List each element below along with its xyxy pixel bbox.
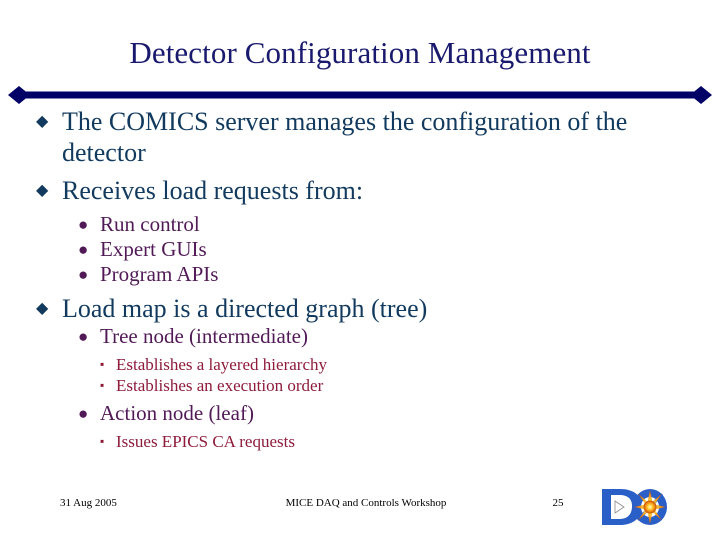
footer-event-title: MICE DAQ and Controls Workshop — [285, 497, 447, 509]
bullet-list: ◆ The COMICS server manages the configur… — [0, 106, 720, 452]
bullet-level2-item: ● Program APIs — [0, 262, 720, 287]
bullet-level2-item: ● Run control — [0, 212, 720, 237]
bullet-level2-item: ● Expert GUIs — [0, 237, 720, 262]
divider-left-arrowhead — [8, 86, 30, 104]
title-divider-arrow — [8, 85, 712, 105]
square-bullet-icon: ▪ — [100, 357, 105, 371]
logo-detector-detail — [614, 500, 625, 514]
round-bullet-icon: ● — [78, 265, 89, 284]
bullet-level2-item: ● Tree node (intermediate) — [0, 324, 720, 349]
bullet-level3-item: ▪ Issues EPICS CA requests — [0, 431, 720, 452]
round-bullet-icon: ● — [78, 404, 89, 423]
bullet-level3-item: ▪ Establishes a layered hierarchy — [0, 354, 720, 375]
round-bullet-icon: ● — [78, 215, 89, 234]
square-bullet-icon: ▪ — [100, 434, 105, 448]
bullet-text: Tree node (intermediate) — [100, 324, 308, 348]
logo-letter-d-counter — [611, 495, 632, 519]
diamond-bullet-icon: ◆ — [36, 300, 49, 317]
bullet-text: Establishes a layered hierarchy — [116, 355, 327, 374]
bullet-level2-item: ● Action node (leaf) — [0, 401, 720, 426]
footer-date: 31 Aug 2005 — [60, 497, 117, 509]
diamond-bullet-icon: ◆ — [36, 113, 49, 130]
bullet-text: Program APIs — [100, 262, 219, 286]
round-bullet-icon: ● — [78, 327, 89, 346]
logo-collision-burst-icon — [634, 490, 666, 524]
d-zero-experiment-logo — [598, 484, 670, 530]
bullet-text: Expert GUIs — [100, 237, 207, 261]
bullet-level1-item: ◆ The COMICS server manages the configur… — [0, 106, 720, 168]
divider-line — [26, 91, 694, 99]
bullet-text: The COMICS server manages the configurat… — [62, 107, 628, 167]
bullet-level1-item: ◆ Load map is a directed graph (tree) — [0, 293, 720, 324]
divider-right-arrowhead — [690, 86, 712, 104]
bullet-text: Issues EPICS CA requests — [116, 432, 295, 451]
round-bullet-icon: ● — [78, 240, 89, 259]
spacer — [0, 168, 720, 175]
bullet-text: Action node (leaf) — [100, 401, 254, 425]
bullet-text: Receives load requests from: — [62, 176, 364, 205]
bullet-text: Establishes an execution order — [116, 376, 324, 395]
slide-number: 25 — [552, 497, 564, 509]
bullet-level1-item: ◆ Receives load requests from: — [0, 175, 720, 206]
slide-footer: 31 Aug 2005 MICE DAQ and Controls Worksh… — [0, 489, 720, 525]
square-bullet-icon: ▪ — [100, 378, 105, 392]
bullet-level3-item: ▪ Establishes an execution order — [0, 375, 720, 396]
page-title: Detector Configuration Management — [129, 35, 591, 70]
diamond-bullet-icon: ◆ — [36, 182, 49, 199]
bullet-text: Load map is a directed graph (tree) — [62, 294, 428, 323]
bullet-text: Run control — [100, 212, 200, 236]
